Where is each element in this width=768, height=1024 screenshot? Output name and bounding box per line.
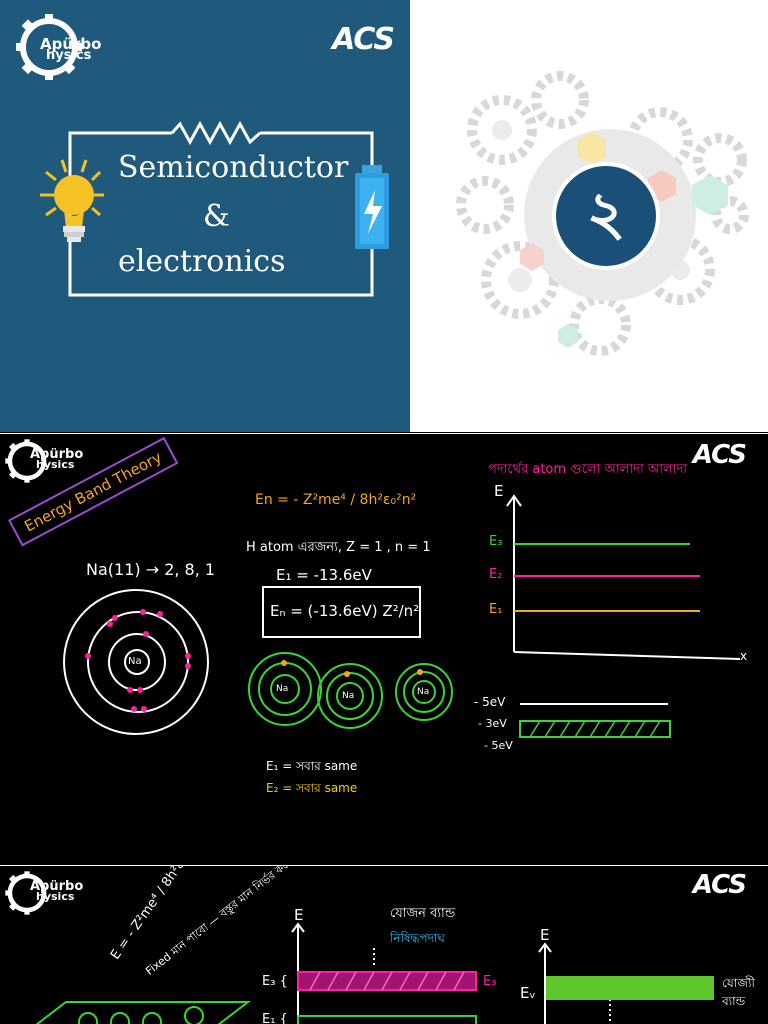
gear-logo-icon: [16, 14, 82, 80]
brand-line2: hysics: [36, 458, 75, 471]
title-line1: Semiconductor: [118, 150, 349, 185]
brand-logo-text: Apürbo hysics: [30, 879, 84, 903]
x-axis-label: x: [740, 649, 748, 663]
e3-right-label: E₃: [483, 974, 497, 989]
same-note-1: E₁ = সবার same: [266, 759, 358, 773]
h-atom-note: H atom এরজন্য, Z = 1 , n = 1: [246, 540, 431, 555]
same-note-2: E₂ = সবার same: [266, 781, 358, 795]
circuit-diagram: [40, 120, 389, 297]
en-boxed-formula: Eₙ = (-13.6eV) Z²/n²: [270, 602, 420, 620]
gears-illustration: [456, 71, 749, 356]
badge-numeral: ২: [586, 179, 626, 249]
brand-line1: Apürbo: [30, 447, 84, 462]
energy-axis-label: E: [294, 906, 304, 924]
level-e2: E₂: [489, 567, 503, 582]
gear-logo-icon: [5, 871, 47, 915]
acs-logo: ACS: [692, 870, 747, 900]
sodium-config: Na(11) → 2, 8, 1: [86, 560, 216, 579]
gear-logo-icon: [5, 439, 47, 483]
title-line2: &: [203, 199, 230, 234]
energy-axis-label-2: E: [540, 926, 550, 944]
atom-label-2: Na: [342, 691, 355, 701]
level-e3: E₃: [489, 534, 503, 549]
lecture-panel-2: Apürbo hysics ACS E = - Z²me⁴ / 8h²ε₀²n²…: [0, 865, 768, 1024]
brand-line1: Apürbo: [40, 35, 102, 53]
valence-line2: ব্যান্ড: [722, 994, 746, 1008]
band-label-1: - 5eV: [474, 695, 506, 709]
lightbulb-icon: [40, 159, 104, 242]
brand-line2: hysics: [36, 890, 75, 903]
energy-axis-label: E: [494, 482, 504, 500]
en-formula: En = - Z²me⁴ / 8h²ε₀²n²: [255, 492, 417, 508]
atom-label-1: Na: [276, 684, 289, 694]
e1-bracket-label: E₁ {: [262, 1012, 288, 1024]
acs-logo: ACS: [692, 440, 747, 470]
acs-logo: ACS: [332, 22, 395, 57]
valence-line1: যোজ্যী: [722, 976, 755, 990]
band-label-3: - 5eV: [484, 739, 513, 752]
level-e1: E₁: [489, 602, 503, 617]
atoms-separate-title: পদার্থের atom গুলো আলাদা আলাদা: [488, 462, 688, 477]
valence-band-label: যোজ্যী ব্যান্ড: [722, 974, 755, 1010]
battery-icon: [355, 165, 389, 249]
brand-line2: hysics: [46, 48, 92, 63]
cover-panel: Apürbo hysics ACS Sem: [0, 0, 410, 432]
resistor-icon: [170, 120, 262, 146]
brand-line1: Apürbo: [30, 879, 84, 894]
energy-diagrams: [63, 494, 741, 738]
e1-value: E₁ = -13.6eV: [276, 566, 372, 584]
ev-label: Eᵥ: [520, 984, 536, 1002]
e3-bracket-label: E₃ {: [262, 974, 288, 989]
conduction-band-label: যোজন ব্যান্ড: [390, 906, 456, 921]
lecture-panel-1: Apürbo hysics ACS Energy Band Theory Na(…: [0, 433, 768, 865]
brand-logo-text: Apürbo hysics: [30, 447, 84, 471]
title-line3: electronics: [118, 244, 286, 279]
brand-logo-text: Apürbo hysics: [40, 35, 102, 63]
nucleus-label: Na: [128, 656, 142, 667]
band-label-2: - 3eV: [478, 717, 507, 730]
band-diagram: [35, 922, 714, 1024]
badge-panel: ২: [410, 0, 768, 432]
forbidden-band-label: নিষিদ্ধপদাঘ: [390, 931, 445, 945]
atom-label-3: Na: [417, 687, 430, 697]
